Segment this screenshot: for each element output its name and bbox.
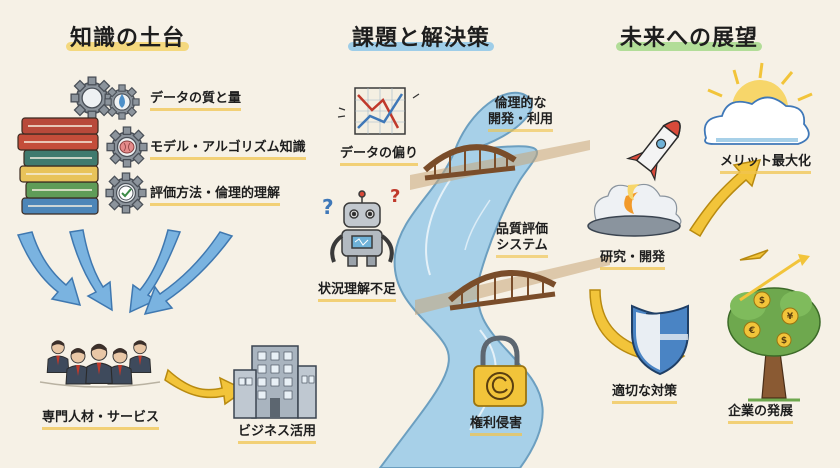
section-title-future: 未来への展望: [616, 20, 763, 52]
quality-label-line2: システム: [496, 238, 549, 258]
quality-label: 品質評価 システム: [496, 222, 549, 258]
robot-icon: [330, 190, 394, 267]
building-icon: [233, 345, 317, 419]
section-title-foundation: 知識の土台: [66, 20, 190, 52]
brain-icon: [106, 126, 148, 168]
arrow-yellow: [164, 368, 247, 406]
ethics-label: 倫理的な 開発・利用: [488, 96, 554, 132]
quality-label-line1: 品質評価: [496, 222, 549, 237]
svg-text:¥: ¥: [787, 312, 794, 322]
section-title-challenges: 課題と解決策: [348, 20, 495, 52]
copyright-icon: [486, 372, 514, 400]
ethics-label-line1: 倫理的な: [494, 96, 547, 111]
research-label: 研究・開発: [600, 250, 666, 271]
merit-label: メリット最大化: [720, 154, 812, 175]
book-stack-icon: [17, 117, 99, 215]
svg-text:$: $: [781, 336, 787, 346]
chart-icon: [337, 87, 420, 135]
cloud-icon: [703, 96, 810, 145]
ethics-label-line2: 開発・利用: [488, 112, 554, 132]
bridge-icon: [410, 140, 590, 190]
rocket-icon: [587, 120, 682, 237]
talent-label: 専門人材・サービス: [42, 410, 160, 431]
bridge-icon: [415, 255, 610, 315]
svg-text:€: €: [748, 326, 755, 336]
gear-label-data: データの質と量: [150, 91, 242, 112]
money-tree-icon: $ ¥ € $: [727, 254, 821, 402]
data-bias-label: データの偏り: [340, 146, 419, 167]
question-icon: ? ?: [322, 186, 400, 219]
context-label: 状況理解不足: [318, 282, 397, 303]
svg-text:?: ?: [390, 186, 400, 207]
arrow-converge: [16, 229, 234, 316]
gear-icon: [70, 76, 140, 120]
gear-label-model: モデル・アルゴリズム知識: [150, 140, 306, 161]
business-label: ビジネス活用: [238, 424, 317, 445]
lock-icon: [473, 335, 527, 407]
svg-text:?: ?: [322, 195, 334, 219]
shield-icon: [631, 304, 689, 376]
measures-label: 適切な対策: [612, 384, 678, 405]
growth-label: 企業の発展: [728, 404, 794, 425]
check-icon: [105, 172, 147, 214]
people-icon: [39, 339, 161, 388]
rights-label: 権利侵害: [470, 416, 523, 437]
svg-text:$: $: [759, 296, 765, 306]
gear-label-evaluation: 評価方法・倫理的理解: [150, 186, 281, 207]
